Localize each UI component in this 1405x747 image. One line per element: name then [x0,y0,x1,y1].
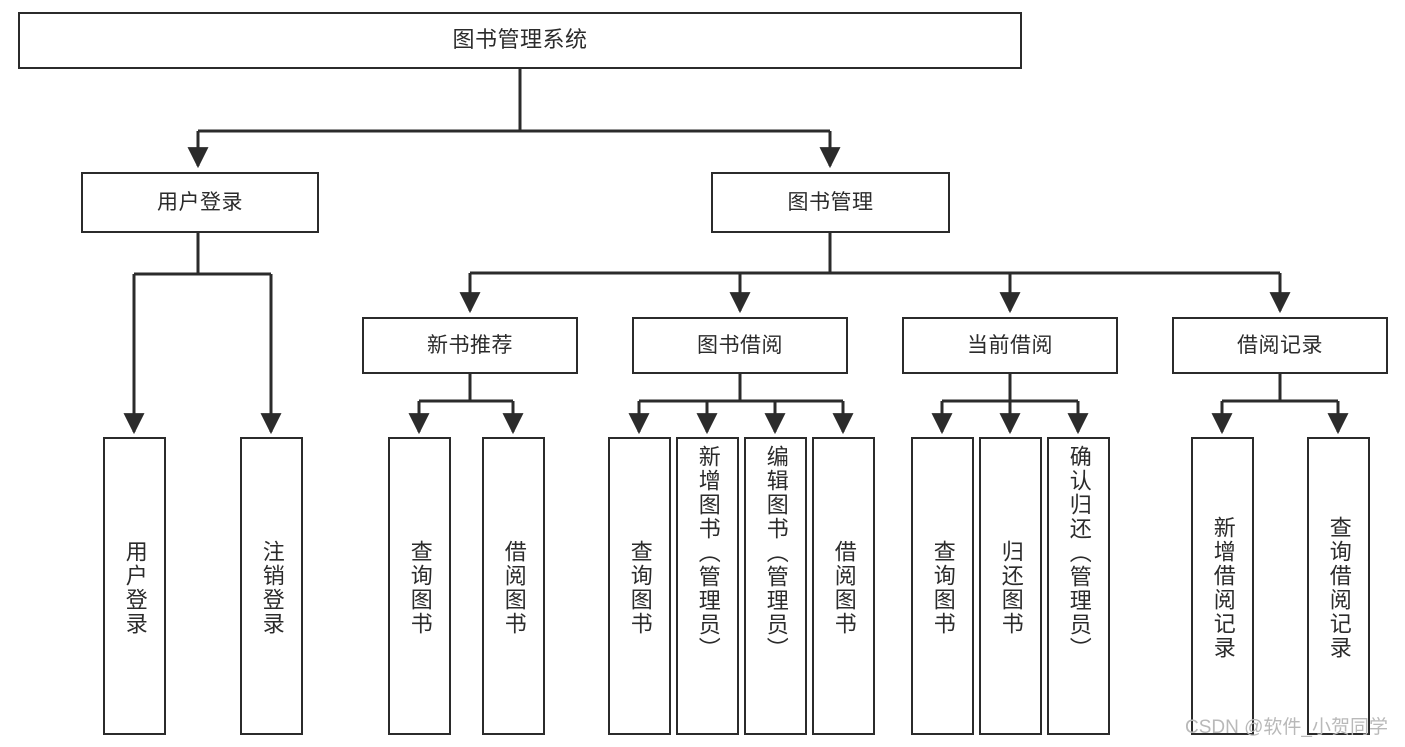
node-label: 借阅记录 [1237,333,1323,357]
leaf-text-wrap: 注销登录 [242,443,301,733]
leaf-text-wrap: 确认归还（管理员） [1049,443,1108,735]
node-book-borrow[interactable]: 图书借阅 [632,317,848,374]
leaf-current-borrow-confirm[interactable]: 确认归还（管理员） [1047,437,1110,735]
node-user-login[interactable]: 用户登录 [81,172,319,233]
leaf-label: 借阅图书 [831,540,857,636]
node-new-book-recommend[interactable]: 新书推荐 [362,317,578,374]
leaf-label: 借阅图书 [501,540,527,636]
leaf-label: 归还图书 [998,540,1024,636]
leaf-user-login-login[interactable]: 用户登录 [103,437,166,735]
leaf-text-wrap: 借阅图书 [484,443,543,733]
leaf-label: 新增借阅记录 [1210,516,1236,660]
leaf-text-wrap: 查询图书 [610,443,669,733]
leaf-borrow-record-add[interactable]: 新增借阅记录 [1191,437,1254,735]
leaf-text-wrap: 新增图书（管理员） [678,443,737,735]
leaf-user-login-logout[interactable]: 注销登录 [240,437,303,735]
csdn-watermark: CSDN @软件_小贺同学 [1185,717,1388,738]
leaf-current-borrow-query[interactable]: 查询图书 [911,437,974,735]
leaf-text-wrap: 查询借阅记录 [1309,443,1368,733]
leaf-book-borrow-query[interactable]: 查询图书 [608,437,671,735]
node-label: 图书管理系统 [452,27,588,53]
node-book-management[interactable]: 图书管理 [711,172,950,233]
leaf-label: 查询借阅记录 [1326,516,1352,660]
leaf-book-borrow-borrow[interactable]: 借阅图书 [812,437,875,735]
leaf-label: 查询图书 [407,540,433,636]
leaf-text-wrap: 归还图书 [981,443,1040,733]
leaf-borrow-record-query[interactable]: 查询借阅记录 [1307,437,1370,735]
leaf-label: 查询图书 [627,540,653,636]
leaf-book-borrow-add[interactable]: 新增图书（管理员） [676,437,739,735]
node-root-book-management-system[interactable]: 图书管理系统 [18,12,1022,69]
leaf-book-borrow-edit[interactable]: 编辑图书（管理员） [744,437,807,735]
node-borrow-record[interactable]: 借阅记录 [1172,317,1388,374]
leaf-label: 用户登录 [122,540,148,636]
node-label: 新书推荐 [427,333,513,357]
leaf-label: 确认归还（管理员） [1066,445,1092,661]
leaf-text-wrap: 用户登录 [105,443,164,733]
leaf-new-book-query[interactable]: 查询图书 [388,437,451,735]
node-label: 图书管理 [787,190,874,214]
node-label: 图书借阅 [697,333,783,357]
node-current-borrow[interactable]: 当前借阅 [902,317,1118,374]
leaf-label: 注销登录 [259,540,285,636]
leaf-text-wrap: 借阅图书 [814,443,873,733]
leaf-text-wrap: 编辑图书（管理员） [746,443,805,735]
leaf-label: 查询图书 [930,540,956,636]
leaf-text-wrap: 查询图书 [390,443,449,733]
leaf-new-book-borrow[interactable]: 借阅图书 [482,437,545,735]
leaf-label: 编辑图书（管理员） [763,445,789,661]
node-label: 用户登录 [157,190,243,214]
node-label: 当前借阅 [967,333,1053,357]
leaf-current-borrow-return[interactable]: 归还图书 [979,437,1042,735]
leaf-text-wrap: 新增借阅记录 [1193,443,1252,733]
leaf-text-wrap: 查询图书 [913,443,972,733]
leaf-label: 新增图书（管理员） [695,445,721,661]
